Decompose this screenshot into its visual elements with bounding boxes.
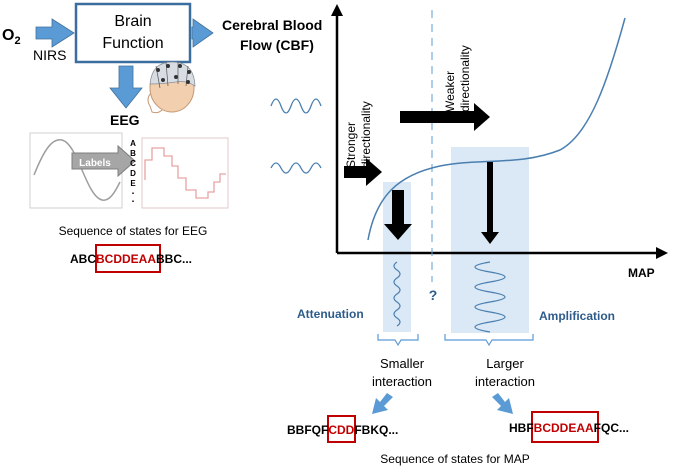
amplification-arrow-down: [481, 162, 499, 244]
larger-interaction-brace: [444, 334, 534, 347]
question-mark: ?: [429, 287, 438, 303]
state-dot-1: .: [132, 186, 135, 197]
state-dot-2: .: [132, 194, 135, 205]
smaller-pointer-arrow: [372, 393, 393, 414]
map-sequence-large: HBFBCDDEAAFQC...: [509, 421, 629, 435]
nirs-label: NIRS: [33, 47, 66, 63]
svg-text:directionality: directionality: [458, 45, 472, 112]
amplification-label: Amplification: [539, 309, 615, 323]
attenuation-arrow-down: [384, 190, 412, 240]
input-wave-small: [270, 162, 322, 174]
seq2-highlight-box: [531, 411, 599, 443]
eeg-sequence-highlight-box: [95, 244, 161, 273]
smaller-interaction-line2: interaction: [372, 374, 432, 389]
state-letter-b: B: [130, 149, 136, 158]
weaker-directionality-label: Weaker directionality: [443, 45, 472, 112]
discrete-step-curve: [144, 147, 226, 199]
brain-function-box: [74, 2, 192, 64]
state-letter-c: C: [130, 159, 136, 168]
x-axis-arrowhead: [656, 247, 668, 259]
autoregulation-curve: [367, 17, 626, 241]
eeg-sequence-caption: Sequence of states for EEG: [59, 224, 208, 238]
y-axis-arrowhead: [331, 4, 343, 16]
brain-function-line1: Brain: [114, 13, 151, 30]
eeg-sequence: ABCBCDDEAABBC...: [70, 252, 192, 266]
x-axis-label: MAP: [628, 266, 655, 280]
state-letter-d: D: [130, 169, 136, 178]
cbf-label-line1: Cerebral Blood: [222, 17, 322, 33]
map-sequence-caption: Sequence of states for MAP: [380, 452, 529, 466]
eeg-label: EEG: [110, 112, 140, 128]
stronger-arrow-right: [344, 158, 382, 186]
brain-function-line2: Function: [102, 35, 163, 52]
stronger-directionality-label: Stronger directionality: [344, 101, 373, 168]
svg-text:Stronger: Stronger: [344, 122, 358, 168]
attenuation-label: Attenuation: [297, 307, 364, 321]
weaker-arrow-right: [400, 103, 490, 131]
larger-interaction-line2: interaction: [475, 374, 535, 389]
continuous-signal-box: [29, 132, 123, 209]
right-arrow-to-cbf: [191, 18, 214, 48]
smaller-interaction-line1: Smaller: [380, 356, 425, 371]
left-arrow-to-o2: [35, 18, 75, 48]
eeg-head-icon: [147, 61, 196, 114]
larger-pointer-arrow: [492, 393, 513, 414]
state-letter-a: A: [130, 139, 136, 148]
state-letter-e: E: [130, 179, 136, 188]
o2-label: O2: [2, 27, 21, 47]
map-sequence-small: BBFQFCDDFBKQ...: [287, 423, 398, 437]
continuous-sine-curve: [33, 139, 121, 201]
labels-arrow: [71, 144, 136, 178]
amplification-output-wave: [474, 261, 506, 333]
svg-text:directionality: directionality: [359, 101, 373, 168]
down-arrow-to-eeg: [109, 65, 143, 109]
seq1-highlight-box: [327, 415, 356, 443]
input-wave-large: [270, 98, 322, 114]
smaller-interaction-brace: [377, 334, 419, 347]
svg-text:Weaker: Weaker: [443, 71, 457, 112]
discrete-signal-box: [141, 137, 229, 209]
attenuation-output-wave: [393, 261, 401, 327]
cbf-label-line2: Flow (CBF): [240, 37, 314, 53]
labels-arrow-text: Labels: [79, 158, 111, 169]
larger-interaction-line1: Larger: [486, 356, 524, 371]
